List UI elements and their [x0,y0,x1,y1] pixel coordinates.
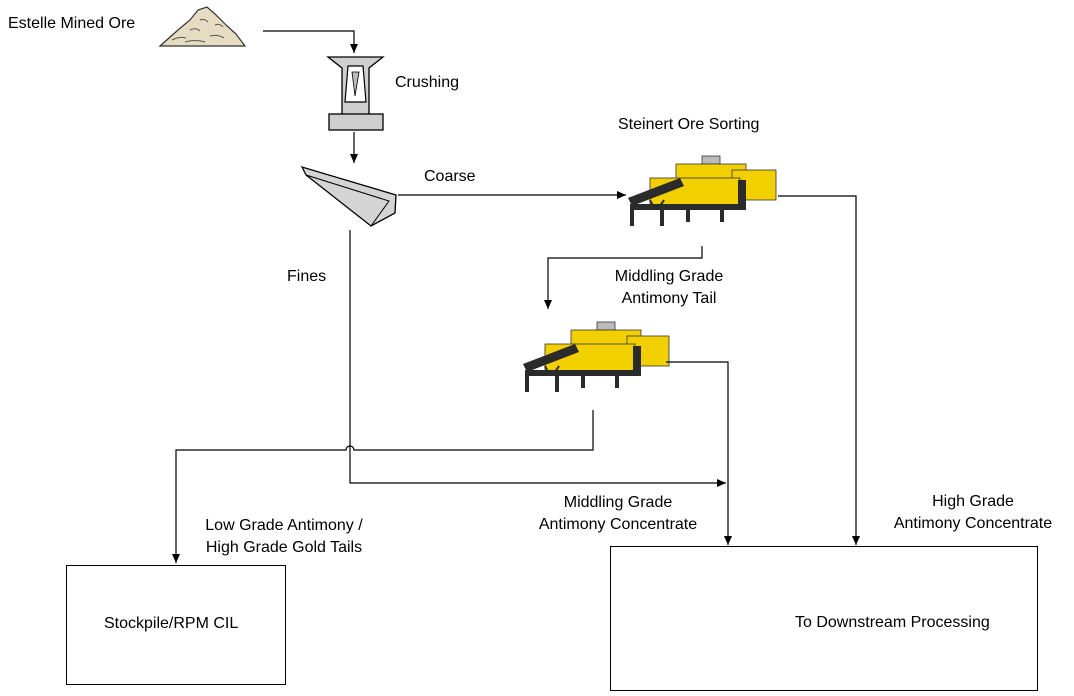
ore-sorting-label: Steinert Ore Sorting [618,116,760,133]
middling-conc-line1: Middling Grade [563,494,673,511]
fines-connector [349,230,726,487]
crusher-icon [326,56,385,131]
screen-icon [300,165,397,227]
sorter-to-middling-tail-connector [544,246,703,309]
ore-sorter-icon [523,321,670,392]
middling-tail-line2: Antimony Tail [621,290,717,307]
low-grade-tails-label: Low Grade Antimony / High Grade Gold Tai… [184,515,384,559]
low-grade-line1: Low Grade Antimony / [205,517,363,534]
coarse-label: Coarse [424,168,476,185]
middling-conc-label: Middling Grade Antimony Concentrate [522,492,714,536]
middling-tail-line1: Middling Grade [614,268,724,285]
middling-conc-line2: Antimony Concentrate [538,516,698,533]
ore-sorter-icon [628,155,777,226]
high-grade-line1: High Grade [932,493,1014,510]
crushing-label: Crushing [395,74,460,91]
stockpile-box [66,565,286,685]
high-grade-line2: Antimony Concentrate [893,515,1053,532]
middling-conc-connector [666,361,732,545]
downstream-label: To Downstream Processing [795,614,990,631]
high-grade-label: High Grade Antimony Concentrate [878,491,1068,535]
stockpile-label: Stockpile/RPM CIL [104,615,239,632]
high-grade-connector [778,195,860,545]
downstream-box [610,546,1038,691]
fines-label: Fines [287,268,327,285]
ore-pile-icon [158,6,247,47]
middling-tail-label: Middling Grade Antimony Tail [596,266,742,310]
ore-to-crusher-connector [263,30,358,53]
mined-ore-label: Estelle Mined Ore [8,15,136,32]
low-grade-line2: High Grade Gold Tails [205,539,363,556]
